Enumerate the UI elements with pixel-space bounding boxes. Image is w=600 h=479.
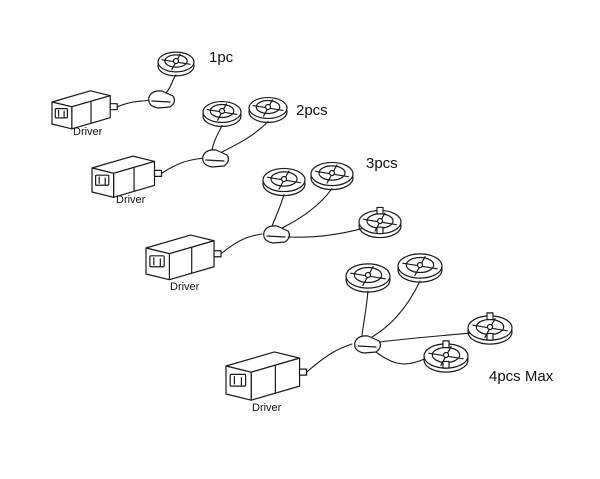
- kit-3: [145, 161, 402, 281]
- kit-3-puck-light-2: [310, 161, 354, 191]
- kit-2-driver-label: Driver: [116, 194, 146, 206]
- kit-2-puck-light-2: [248, 96, 288, 124]
- kit-4-puck-light-3: [467, 312, 513, 345]
- kit-3-puck-light-1: [262, 167, 306, 197]
- kit-2-driver: [91, 155, 163, 198]
- kit-1: [51, 51, 195, 130]
- kit-3-quantity-label: 3pcs: [366, 155, 398, 172]
- kit-1-splitter: [148, 90, 176, 109]
- kit-2-splitter: [202, 149, 230, 168]
- kit-1-puck-light-1: [157, 51, 195, 77]
- kit-2: [91, 96, 288, 198]
- kit-1-driver: [51, 90, 118, 130]
- kit-3-driver-label: Driver: [170, 281, 200, 293]
- kit-4-puck-light-1: [345, 263, 391, 293]
- kit-1-driver-label: Driver: [73, 126, 103, 138]
- kit-1-quantity-label: 1pc: [209, 49, 234, 66]
- kit-4-puck-light-4: [423, 340, 469, 373]
- kit-4-driver-label: Driver: [252, 402, 282, 414]
- kit-4-quantity-label: 4pcs Max: [489, 368, 554, 385]
- kit-4-driver: [225, 351, 308, 401]
- kit-4-splitter: [354, 335, 382, 354]
- kit-2-puck-light-1: [202, 100, 242, 128]
- kit-3-puck-light-3: [358, 206, 402, 239]
- kit-2-quantity-label: 2pcs: [296, 102, 328, 119]
- kit-3-driver: [145, 234, 222, 281]
- kit-3-splitter: [263, 225, 291, 244]
- kit-4: [225, 253, 513, 401]
- kit-4-puck-light-2: [397, 253, 443, 283]
